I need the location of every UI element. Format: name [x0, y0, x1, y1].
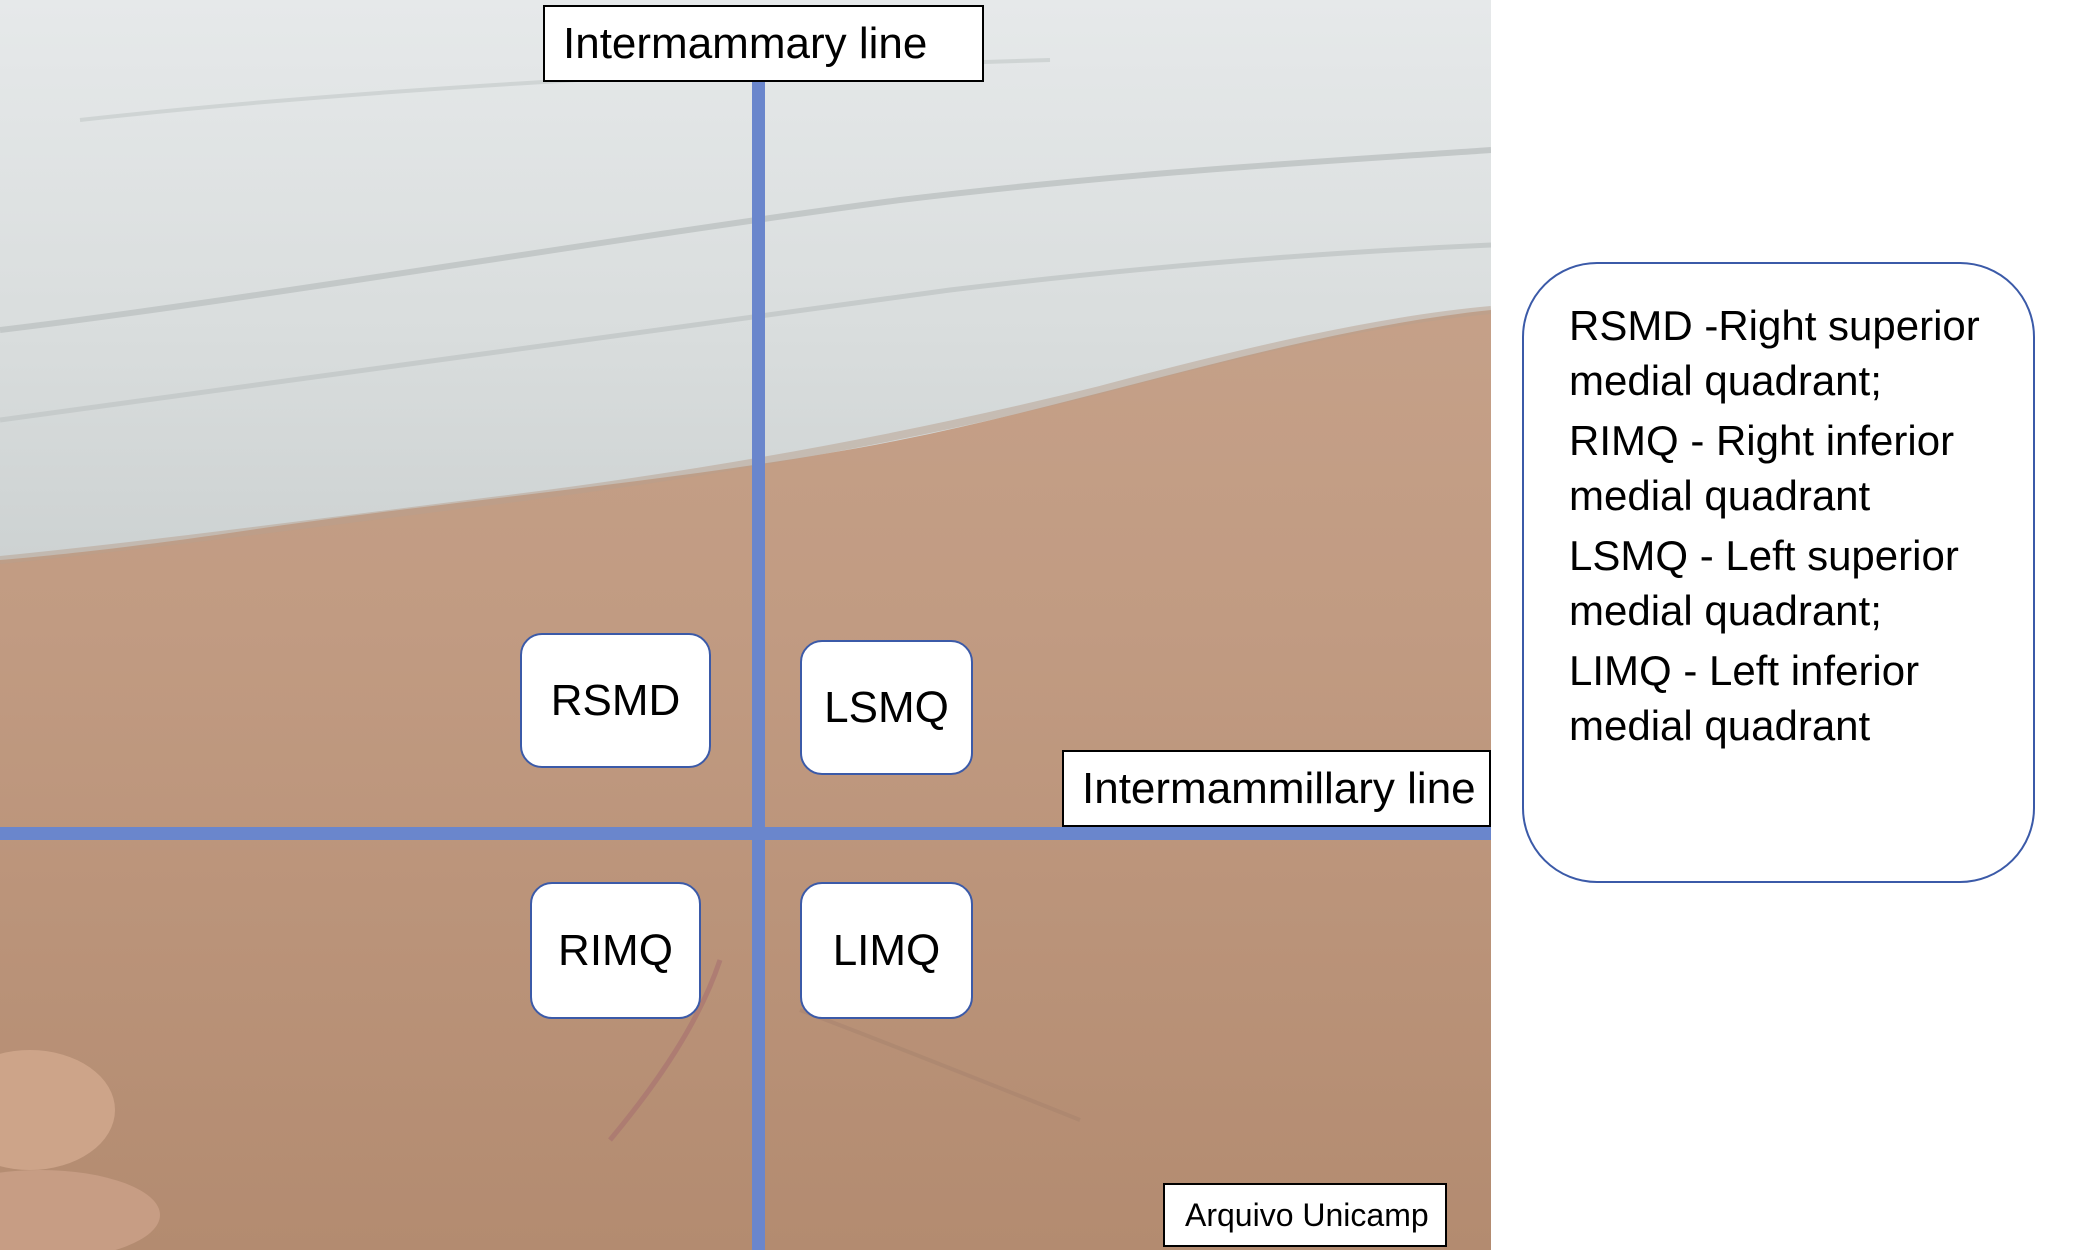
finger [0, 1170, 160, 1250]
intermammillary-line-label: Intermammillary line [1062, 750, 1491, 827]
legend-item-limq: LIMQ - Left inferior medial quadrant [1569, 647, 1920, 749]
quadrant-label-lsmq: LSMQ [800, 640, 973, 775]
legend-box: RSMD -Right superior medial quadrant; RI… [1522, 262, 2035, 883]
sheet-drape [0, 0, 1491, 560]
finger [0, 1050, 115, 1170]
quadrant-label-limq: LIMQ [800, 882, 973, 1019]
sheet-fold [0, 242, 1491, 423]
quadrant-label-rimq: RIMQ [530, 882, 701, 1019]
intermammary-guide-line [752, 80, 765, 1250]
legend-item-rimq: RIMQ - Right inferior medial quadrant [1569, 417, 1955, 519]
watermark-label: Arquivo Unicamp [1163, 1183, 1447, 1247]
legend-item-lsmq: LSMQ - Left superior medial quadrant; [1569, 532, 1959, 634]
intermammary-line-label: Intermammary line [543, 5, 984, 82]
skin-mark [608, 959, 723, 1142]
sheet-fold [0, 147, 1491, 333]
sheet-edge-shadow [0, 306, 1491, 564]
skin-crease [799, 1008, 1081, 1122]
legend-item-rsmd: RSMD -Right superior medial quadrant; [1569, 302, 1980, 404]
quadrant-label-rsmd: RSMD [520, 633, 711, 768]
intermammillary-guide-line [0, 827, 1491, 840]
photo-drawing [0, 0, 1491, 1250]
clinical-photo: Intermammary line Intermammillary line R… [0, 0, 1491, 1250]
